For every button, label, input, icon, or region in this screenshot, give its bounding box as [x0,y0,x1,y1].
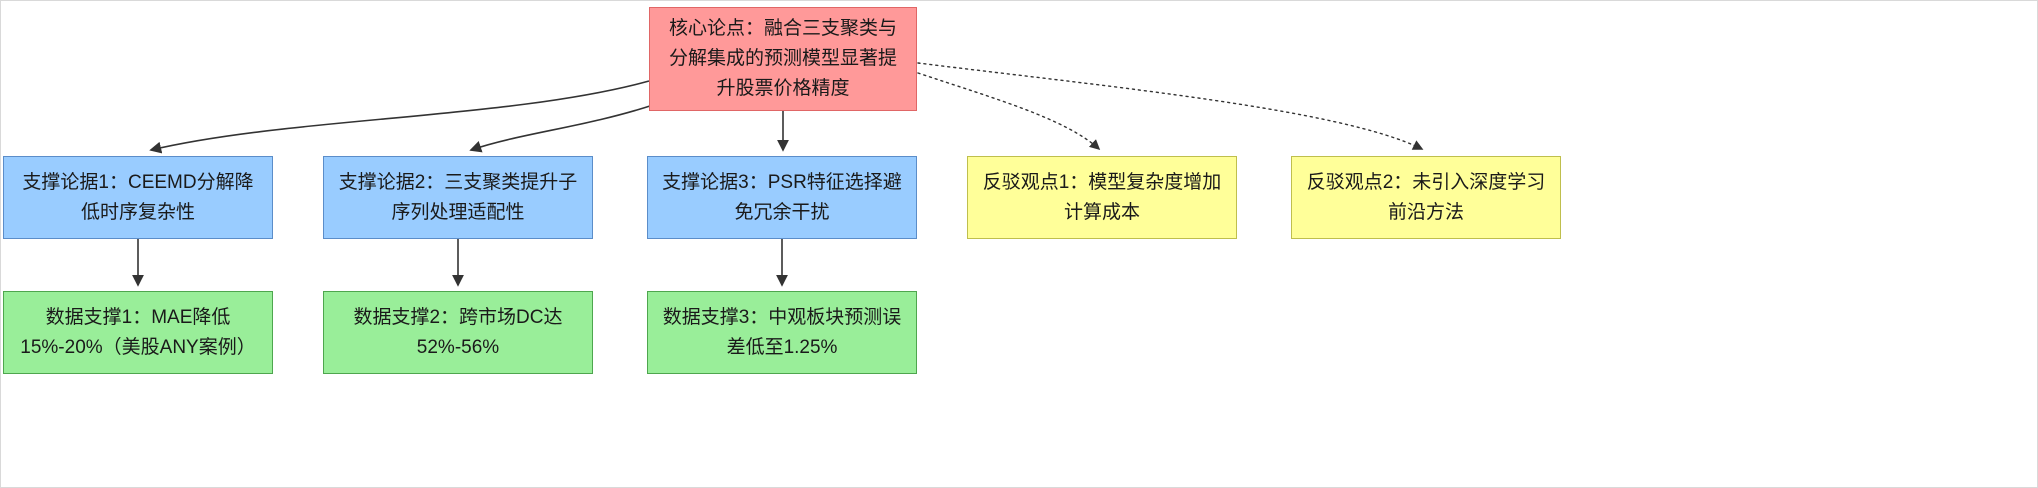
node-evidence-1-label: 数据支撑1：MAE降低15%-20%（美股ANY案例） [20,306,256,358]
node-support-1: 支撑论据1：CEEMD分解降低时序复杂性 [3,156,273,239]
node-rebuttal-1-label: 反驳观点1：模型复杂度增加计算成本 [982,171,1222,223]
node-core-claim: 核心论点：融合三支聚类与分解集成的预测模型显著提升股票价格精度 [649,7,917,111]
arrow-core-to-rebuttal-2 [917,62,1424,150]
node-support-2-label: 支撑论据2：三支聚类提升子序列处理适配性 [338,171,578,223]
node-core-claim-label: 核心论点：融合三支聚类与分解集成的预测模型显著提升股票价格精度 [668,18,897,99]
node-support-2: 支撑论据2：三支聚类提升子序列处理适配性 [323,156,593,239]
node-rebuttal-2: 反驳观点2：未引入深度学习前沿方法 [1291,156,1561,239]
node-evidence-2: 数据支撑2：跨市场DC达52%-56% [323,291,593,374]
node-support-3-label: 支撑论据3：PSR特征选择避免冗余干扰 [662,171,902,223]
node-rebuttal-2-label: 反驳观点2：未引入深度学习前沿方法 [1306,171,1546,223]
node-evidence-2-label: 数据支撑2：跨市场DC达52%-56% [353,306,563,358]
arrow-core-to-support-2 [469,104,654,153]
node-support-1-label: 支撑论据1：CEEMD分解降低时序复杂性 [22,171,254,223]
arrow-core-to-rebuttal-1 [917,72,1101,151]
node-rebuttal-1: 反驳观点1：模型复杂度增加计算成本 [967,156,1237,239]
node-evidence-3: 数据支撑3：中观板块预测误差低至1.25% [647,291,917,374]
node-evidence-1: 数据支撑1：MAE降低15%-20%（美股ANY案例） [3,291,273,374]
arrow-core-to-support-1 [149,80,650,154]
node-support-3: 支撑论据3：PSR特征选择避免冗余干扰 [647,156,917,239]
node-evidence-3-label: 数据支撑3：中观板块预测误差低至1.25% [662,306,902,358]
